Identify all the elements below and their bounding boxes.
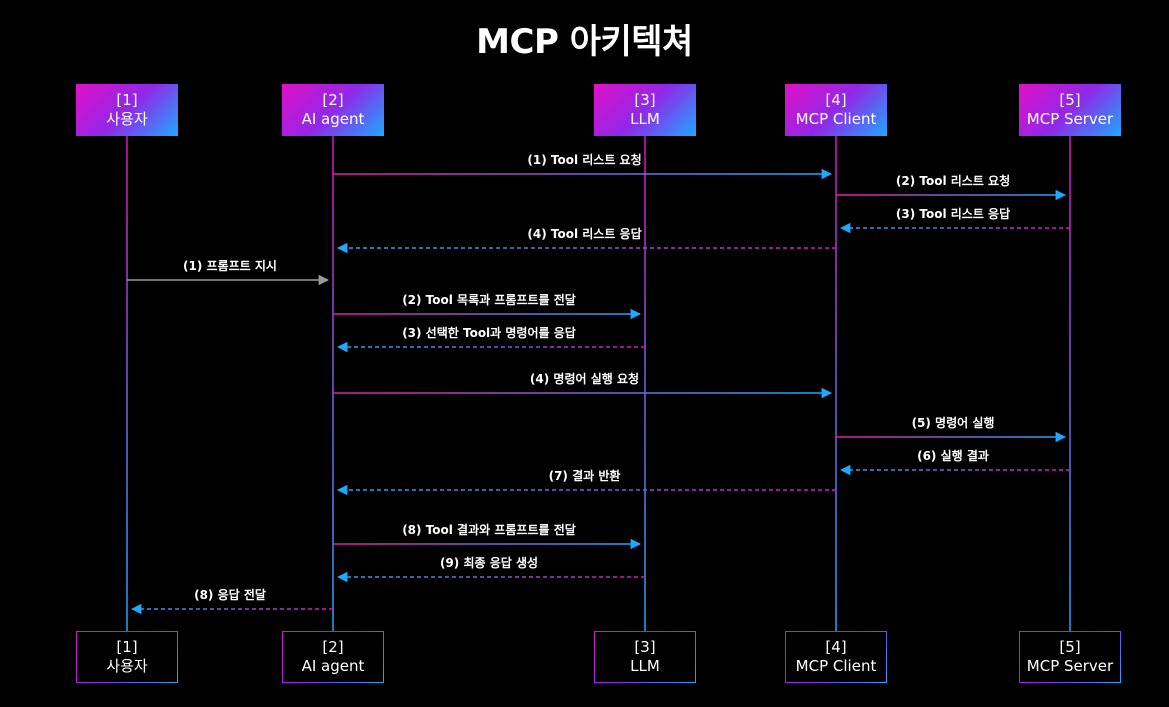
- participant-name: MCP Client: [795, 110, 877, 128]
- message-label-11: (7) 결과 반환: [549, 468, 621, 483]
- participant-bottom-p1: [1]사용자: [76, 631, 178, 683]
- diagram-title: MCP 아키텍쳐: [476, 22, 693, 62]
- participant-name: 사용자: [106, 657, 148, 675]
- participant-bottom-p2: [2]AI agent: [282, 631, 384, 683]
- participant-index: [4]: [825, 91, 847, 109]
- participant-index: [2]: [322, 91, 344, 109]
- participant-index: [1]: [116, 91, 138, 109]
- participant-name: 사용자: [106, 110, 148, 128]
- participant-name: MCP Server: [1026, 110, 1114, 128]
- participant-name: MCP Server: [1026, 657, 1114, 675]
- participant-index: [4]: [825, 638, 847, 656]
- message-label-6: (2) Tool 목록과 프롬프트를 전달: [402, 292, 576, 307]
- message-label-10: (6) 실행 결과: [917, 448, 989, 463]
- participant-name: LLM: [630, 657, 660, 675]
- participant-name: MCP Client: [795, 657, 877, 675]
- message-label-14: (8) 응답 전달: [194, 587, 266, 602]
- message-label-8: (4) 명령어 실행 요청: [530, 371, 639, 386]
- message-label-1: (1) Tool 리스트 요청: [527, 152, 641, 167]
- participant-index: [5]: [1059, 638, 1081, 656]
- participant-index: [2]: [322, 638, 344, 656]
- message-label-2: (2) Tool 리스트 요청: [896, 173, 1010, 188]
- message-label-5: (1) 프롬프트 지시: [183, 258, 277, 273]
- message-label-9: (5) 명령어 실행: [912, 415, 995, 430]
- participant-top-p5: [5]MCP Server: [1019, 84, 1121, 136]
- participant-top-p2: [2]AI agent: [282, 84, 384, 136]
- message-label-3: (3) Tool 리스트 응답: [896, 206, 1010, 221]
- message-label-7: (3) 선택한 Tool과 명령어를 응답: [402, 325, 576, 340]
- participant-bottom-p3: [3]LLM: [594, 631, 696, 683]
- participant-index: [5]: [1059, 91, 1081, 109]
- participant-name: LLM: [630, 110, 660, 128]
- message-label-13: (9) 최종 응답 생성: [440, 555, 538, 570]
- message-label-4: (4) Tool 리스트 응답: [527, 226, 641, 241]
- participant-bottom-p4: [4]MCP Client: [785, 631, 887, 683]
- participant-index: [1]: [116, 638, 138, 656]
- message-label-12: (8) Tool 결과와 프롬프트를 전달: [402, 522, 576, 537]
- participant-top-p1: [1]사용자: [76, 84, 178, 136]
- participant-top-p4: [4]MCP Client: [785, 84, 887, 136]
- participant-name: AI agent: [301, 657, 365, 675]
- participant-index: [3]: [634, 91, 656, 109]
- participant-bottom-p5: [5]MCP Server: [1019, 631, 1121, 683]
- participant-name: AI agent: [301, 110, 365, 128]
- participant-top-p3: [3]LLM: [594, 84, 696, 136]
- participant-index: [3]: [634, 638, 656, 656]
